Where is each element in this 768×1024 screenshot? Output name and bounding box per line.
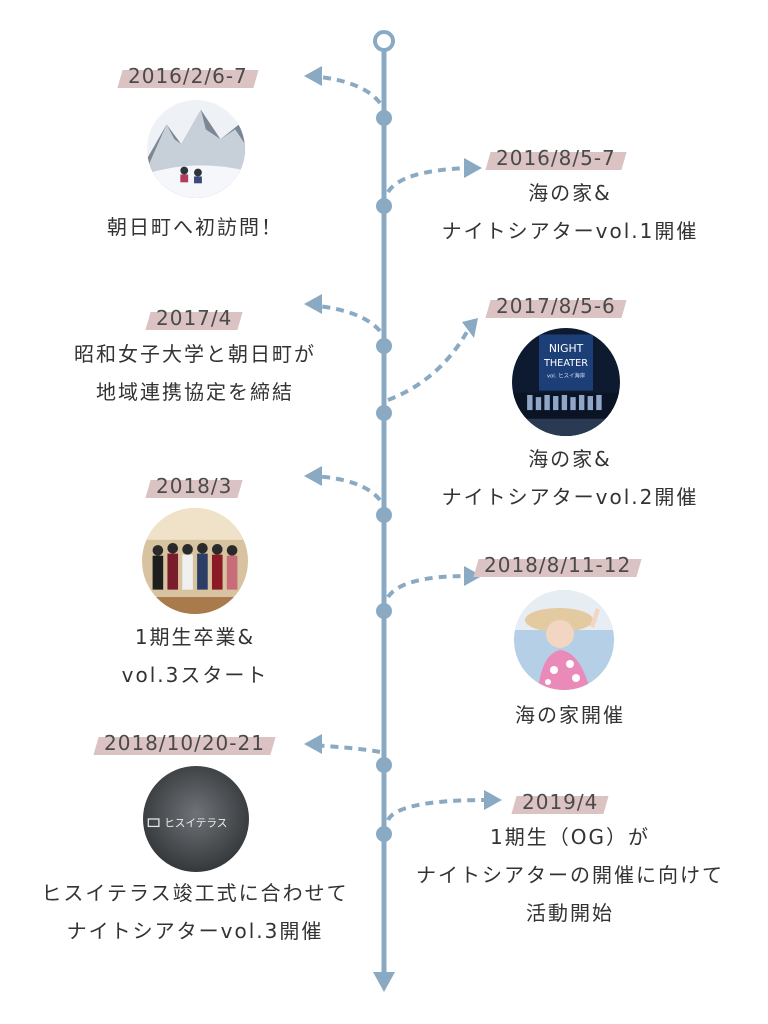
event-caption: 朝日町へ初訪問！ [60,208,330,246]
photo-text: ヒスイテラス [164,817,227,829]
event-caption: ヒスイテラス竣工式に合わせて ナイトシアターvol.3開催 [10,874,380,950]
caption-line: ヒスイテラス竣工式に合わせて [41,881,349,905]
timeline-node-4 [376,318,478,421]
caption-line: 昭和女子大学と朝日町が [74,342,316,366]
timeline-node-1 [304,66,392,126]
caption-line: 地域連携協定を締結 [96,380,294,404]
event-date: 2018/8/11-12 [484,553,632,577]
event-date: 2016/2/6-7 [128,64,248,88]
beach-portrait-photo [514,590,614,690]
event-caption: 1期生（OG）が ナイトシアターの開催に向けて 活動開始 [390,818,750,932]
caption-line: 1期生卒業& [134,625,256,649]
event-date: 2019/4 [522,790,599,814]
event-date: 2016/8/5-7 [496,146,616,170]
event-caption: 海の家& ナイトシアターvol.2開催 [420,440,720,516]
caption-line: 朝日町へ初訪問！ [107,215,283,239]
caption-line: ナイトシアターvol.3開催 [66,919,324,943]
photo-text: NIGHT [549,342,584,355]
caption-line: 活動開始 [526,901,614,925]
timeline-node-3 [304,294,392,354]
caption-line: 海の家& [528,181,612,205]
event-date: 2017/8/5-6 [496,294,616,318]
photo-text: vol. ヒスイ海岸 [547,372,586,380]
event-date: 2017/4 [156,306,233,330]
event-caption: 海の家開催 [420,696,720,734]
timeline-node-7 [304,734,392,773]
event-date: 2018/3 [156,474,233,498]
timeline-node-8 [376,790,502,842]
caption-line: ナイトシアターvol.1開催 [441,219,699,243]
timeline-node-5 [304,466,392,523]
event-caption: 昭和女子大学と朝日町が 地域連携協定を締結 [40,335,350,411]
caption-line: ナイトシアターvol.2開催 [441,485,699,509]
night-theater-photo: NIGHT THEATER vol. ヒスイ海岸 [512,328,620,436]
graduation-photo [142,508,248,614]
event-date: 2018/10/20-21 [104,731,265,755]
timeline-end-arrow [373,972,395,992]
timeline-node-2 [376,158,482,214]
caption-line: vol.3スタート [121,663,269,687]
caption-line: 海の家開催 [515,703,625,727]
timeline-node-6 [376,566,482,619]
event-caption: 海の家& ナイトシアターvol.1開催 [420,174,720,250]
timeline-start-marker [373,30,395,52]
caption-line: 1期生（OG）が [490,825,650,849]
snow-mountain-photo [147,100,245,198]
event-caption: 1期生卒業& vol.3スタート [60,618,330,694]
caption-line: 海の家& [528,447,612,471]
hisui-terrace-photo: ヒスイテラス [143,766,249,872]
caption-line: ナイトシアターの開催に向けて [416,863,724,887]
photo-text: THEATER [543,358,588,369]
